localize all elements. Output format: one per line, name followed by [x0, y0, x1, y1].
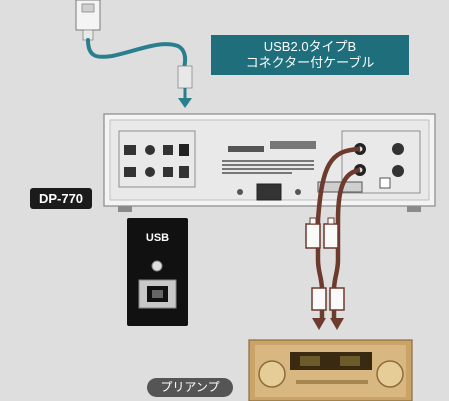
rca-plugs-lower: [311, 287, 345, 330]
cable-caption: USB2.0タイプB コネクター付ケーブル: [211, 35, 409, 75]
cable-caption-line1: USB2.0タイプB: [263, 39, 357, 54]
usb-a-plug: [75, 0, 101, 41]
rca-plugs-upper: [305, 217, 339, 249]
usb-b-plug: [177, 65, 193, 108]
preamp-label: プリアンプ: [147, 378, 233, 397]
rca-cable-left: [315, 146, 361, 320]
usb-port-closeup: USB: [127, 218, 188, 326]
player-rear-panel: [103, 113, 436, 212]
cable-caption-line2: コネクター付ケーブル: [245, 55, 375, 70]
player-model-badge: DP-770: [30, 188, 92, 209]
preamp-front: [248, 339, 413, 401]
usb-panel-label: USB: [145, 232, 170, 244]
usb-cable: [86, 38, 188, 70]
usb-port-graphics: [138, 260, 177, 309]
